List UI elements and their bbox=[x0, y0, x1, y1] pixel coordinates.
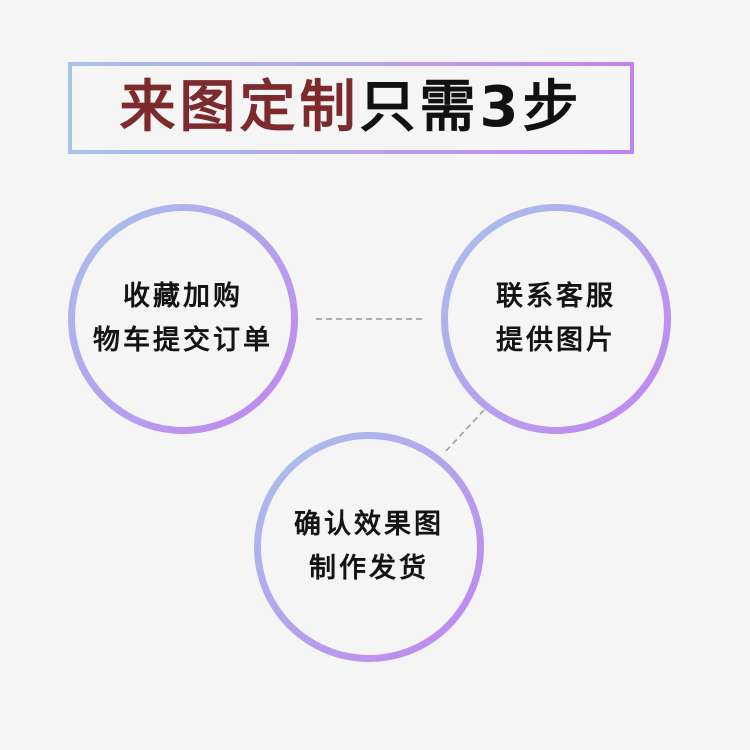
step-2-content: 联系客服 提供图片 bbox=[448, 211, 664, 427]
title-banner: 来图定制只需3步 bbox=[68, 62, 634, 154]
step-3-line-1: 确认效果图 bbox=[294, 509, 444, 541]
title-highlight: 来图定制 bbox=[119, 75, 360, 140]
step-3-content: 确认效果图 制作发货 bbox=[261, 439, 477, 655]
step-1-line-1: 收藏加购 bbox=[123, 281, 243, 313]
step-3-line-2: 制作发货 bbox=[309, 553, 429, 584]
step-2-circle: 联系客服 提供图片 bbox=[441, 204, 671, 434]
step-3-circle: 确认效果图 制作发货 bbox=[254, 432, 484, 662]
title-text: 来图定制只需3步 bbox=[72, 66, 630, 150]
step-1-circle: 收藏加购 物车提交订单 bbox=[68, 204, 298, 434]
connector-step2-step3 bbox=[445, 409, 485, 452]
step-2-line-1: 联系客服 bbox=[496, 281, 616, 313]
step-1-line-2: 物车提交订单 bbox=[93, 325, 273, 356]
step-1-content: 收藏加购 物车提交订单 bbox=[75, 211, 291, 427]
step-2-line-2: 提供图片 bbox=[496, 325, 616, 356]
title-rest: 只需3步 bbox=[359, 75, 583, 140]
